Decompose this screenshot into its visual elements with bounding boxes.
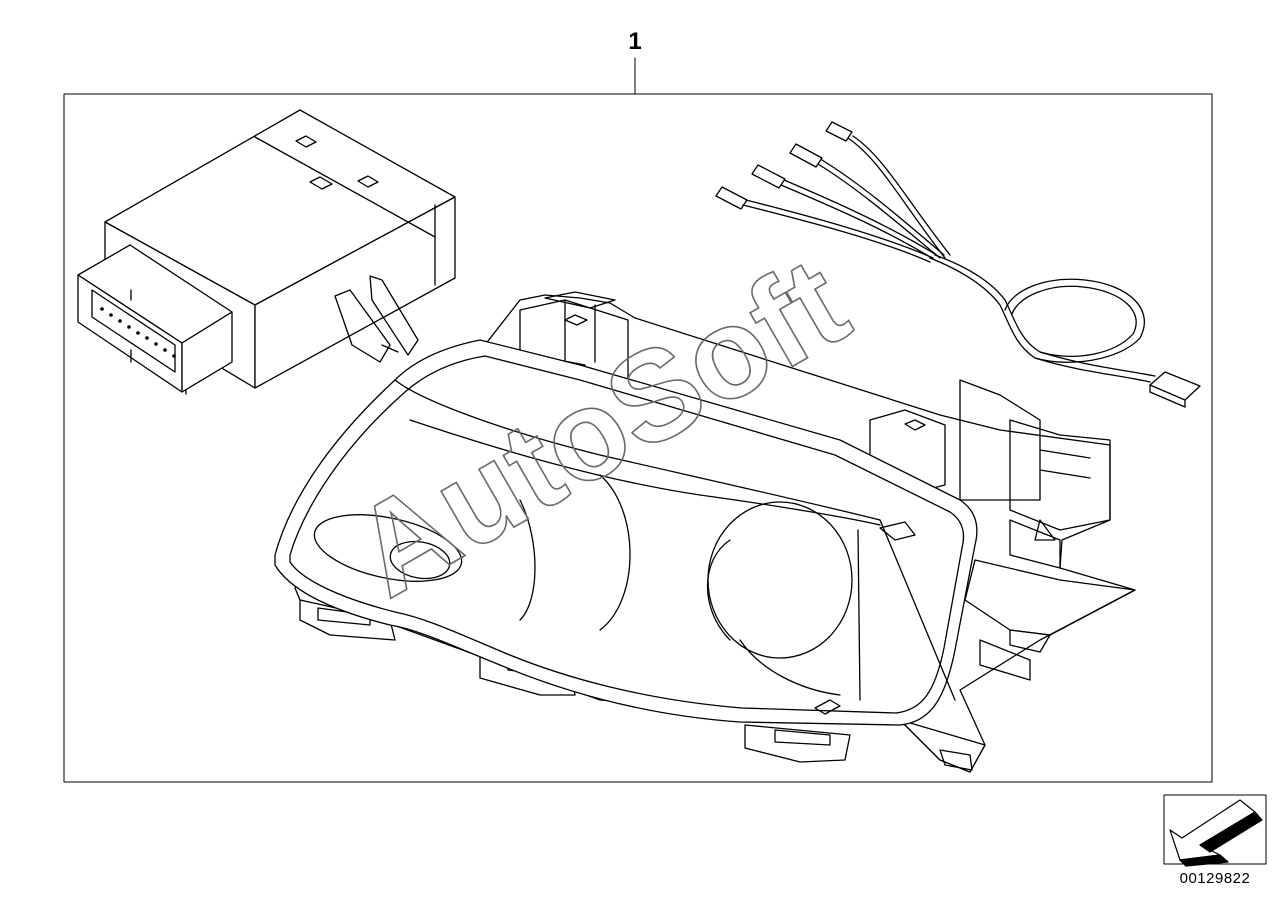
- low-beam-reflector: [313, 514, 463, 582]
- callout-number: 1: [628, 28, 642, 55]
- orientation-arrow-icon: [1163, 794, 1267, 867]
- document-number: 00129822: [1179, 870, 1251, 887]
- headlight-assembly-icon: [274, 291, 1136, 773]
- control-module-icon: [77, 109, 456, 395]
- wiring-harness-icon: [715, 121, 1201, 408]
- assembly-frame: [63, 93, 1213, 783]
